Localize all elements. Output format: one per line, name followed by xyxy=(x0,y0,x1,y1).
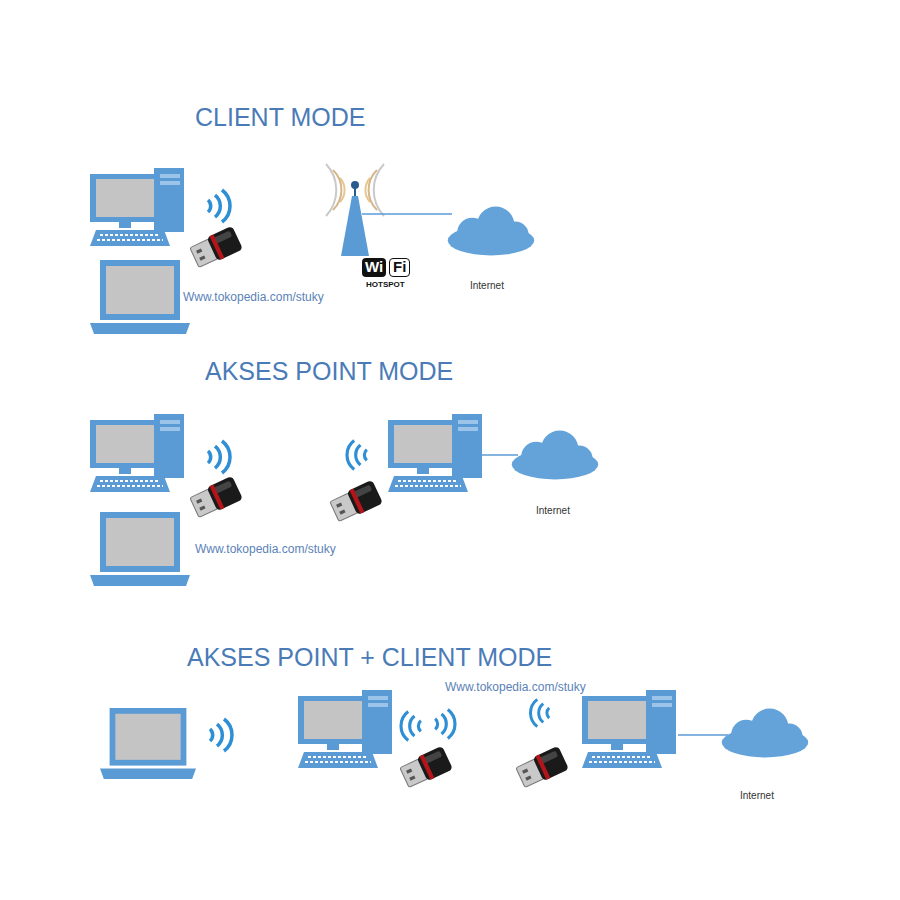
laptop-computer xyxy=(90,512,190,586)
usb-wifi-dongle xyxy=(189,226,243,270)
section-title: AKSES POINT MODE xyxy=(205,358,453,386)
watermark: Www.tokopedia.com/stuky xyxy=(195,543,336,556)
usb-wifi-dongle xyxy=(329,480,383,524)
internet-cloud xyxy=(512,431,598,480)
wifi-waves xyxy=(347,441,367,470)
cloud-label: Internet xyxy=(536,505,570,516)
watermark: Www.tokopedia.com/stuky xyxy=(445,681,586,694)
desktop-computer xyxy=(90,168,184,246)
internet-cloud xyxy=(448,207,534,256)
wifi-logo-text: Fi xyxy=(389,258,410,277)
desktop-computer xyxy=(388,414,482,492)
laptop-computer xyxy=(100,708,196,779)
desktop-computer xyxy=(90,414,184,492)
section-title: CLIENT MODE xyxy=(195,104,365,132)
wire xyxy=(362,213,452,215)
laptop-computer xyxy=(90,260,190,334)
wifi-logo-text: Wi xyxy=(362,258,386,277)
desktop-computer xyxy=(582,690,676,768)
wifi-logo-caption: HOTSPOT xyxy=(366,281,405,290)
cloud-label: Internet xyxy=(470,280,504,291)
wifi-waves xyxy=(208,190,230,222)
wifi-waves xyxy=(401,712,421,741)
cloud-label: Internet xyxy=(740,790,774,801)
usb-wifi-dongle xyxy=(189,476,243,520)
usb-wifi-dongle xyxy=(399,746,453,790)
usb-wifi-dongle xyxy=(515,746,569,790)
internet-cloud xyxy=(722,709,808,758)
wire xyxy=(482,454,518,456)
wire xyxy=(678,734,728,736)
wifi-waves xyxy=(531,699,550,726)
wifi-waves xyxy=(208,441,230,473)
wifi-waves xyxy=(210,719,232,751)
wifi-tower xyxy=(326,164,384,256)
desktop-computer xyxy=(298,690,392,768)
wifi-waves xyxy=(435,710,455,739)
section-title: AKSES POINT + CLIENT MODE xyxy=(187,644,552,672)
watermark: Www.tokopedia.com/stuky xyxy=(183,291,324,304)
